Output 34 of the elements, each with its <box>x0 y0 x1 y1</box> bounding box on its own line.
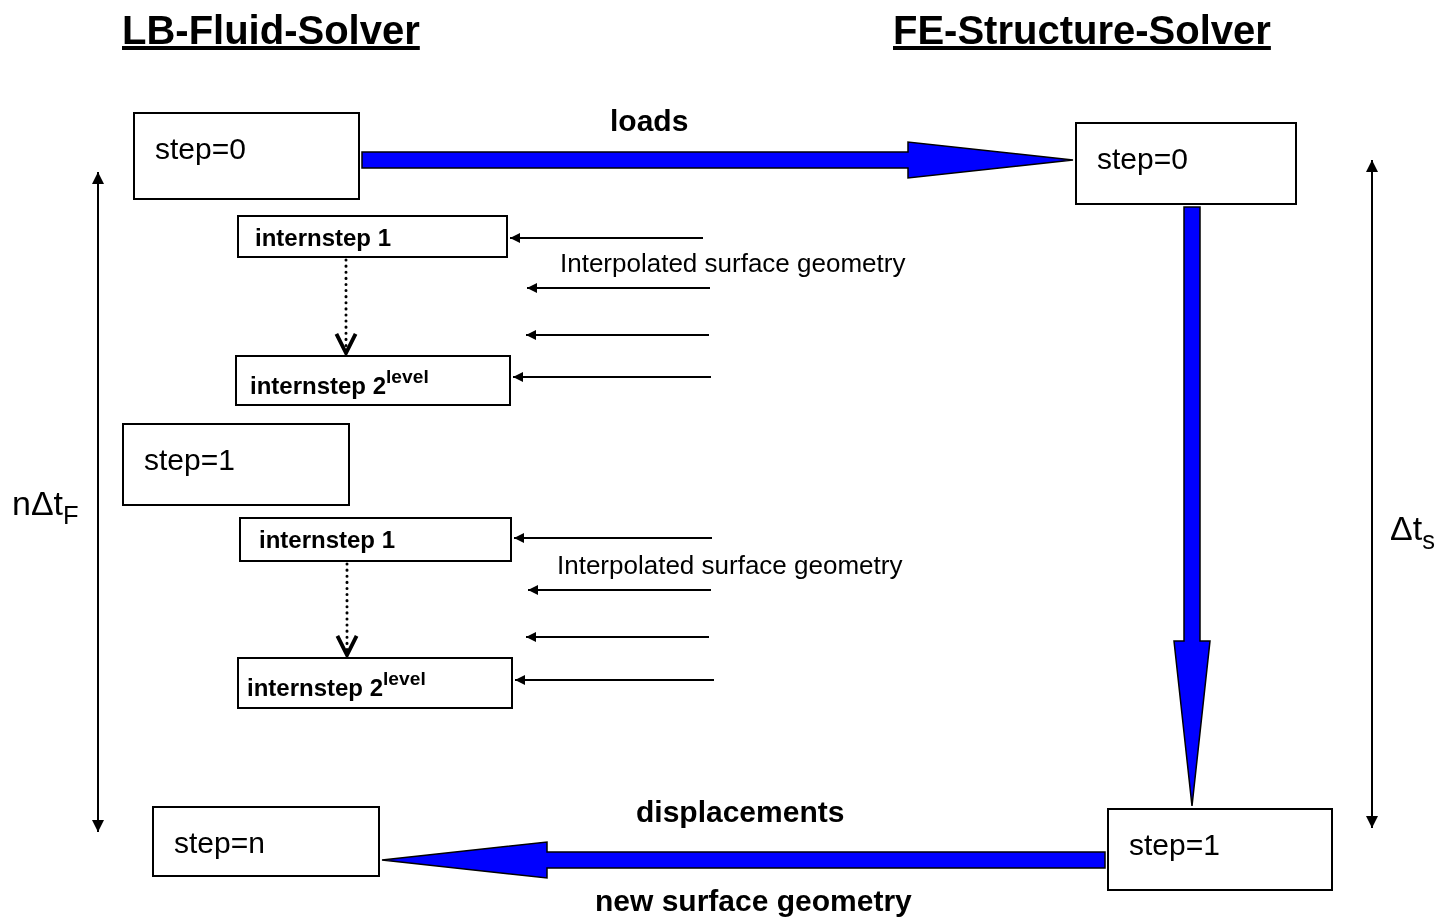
step-box <box>1107 808 1333 891</box>
step-label: step=n <box>174 826 265 859</box>
arrow <box>509 233 704 243</box>
block-arrow <box>1173 206 1211 807</box>
dimension-label: nΔt$_{F}$ <box>12 485 79 523</box>
step-box <box>237 215 508 258</box>
step-label: step=0 <box>155 132 246 165</box>
annotation: Interpolated surface geometry <box>557 551 903 580</box>
step-label: step=0 <box>1097 142 1188 175</box>
dimension-label: Δt$_{s}$ <box>1390 510 1435 548</box>
block-arrow <box>381 841 1106 879</box>
step-box <box>133 112 360 200</box>
step-label: internstep 1 <box>259 527 396 554</box>
edge-label: loads <box>610 104 689 137</box>
arrow <box>512 372 712 382</box>
annotation: new surface geometry <box>595 884 912 917</box>
arrow <box>513 533 713 543</box>
step-label: step=1 <box>144 443 235 476</box>
step-box <box>237 657 513 709</box>
step-box <box>122 423 350 506</box>
step-box <box>1075 122 1297 205</box>
annotation: Interpolated surface geometry <box>560 249 906 278</box>
step-box <box>239 517 512 562</box>
dotted-arrow <box>334 258 358 355</box>
step-box <box>235 355 511 406</box>
dotted-arrow <box>335 562 359 657</box>
step-box <box>152 806 380 877</box>
edge-label: displacements <box>636 795 845 828</box>
block-arrow <box>361 141 1074 179</box>
arrow <box>514 675 715 685</box>
column-heading: FE-Structure-Solver <box>893 8 1271 52</box>
column-heading: LB-Fluid-Solver <box>122 8 420 52</box>
step-label: step=1 <box>1129 828 1220 861</box>
step-label: internstep 1 <box>255 225 392 252</box>
